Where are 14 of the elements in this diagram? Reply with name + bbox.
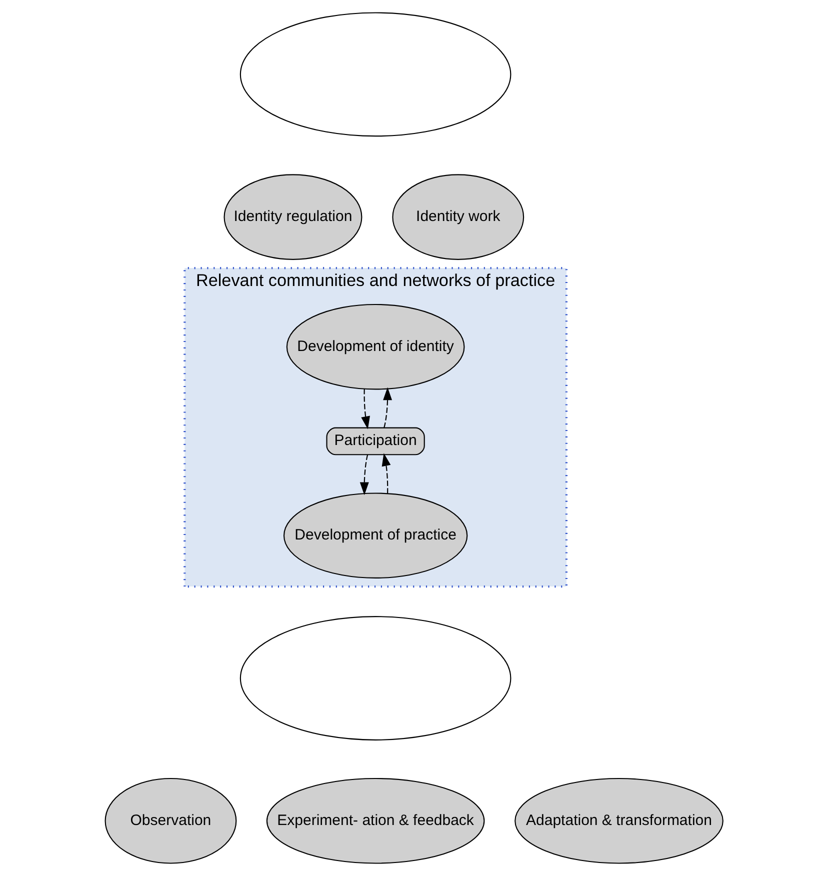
arrow xyxy=(382,453,391,494)
arrow xyxy=(360,454,369,496)
node-ellipse: Development of identity xyxy=(286,304,465,390)
node-ellipse xyxy=(240,12,512,137)
node-ellipse: Identity regulation xyxy=(224,174,362,260)
node-ellipse: Observation xyxy=(104,778,237,864)
node-ellipse: Development of practice xyxy=(283,492,468,578)
node-ellipse xyxy=(240,616,512,740)
arrow xyxy=(383,387,392,428)
node-ellipse: Experiment- ation & feedback xyxy=(266,778,485,864)
node-box: Participation xyxy=(326,427,425,456)
node-ellipse: Adaptation & transformation xyxy=(514,778,724,864)
node-ellipse: Identity work xyxy=(392,174,524,260)
arrow xyxy=(361,388,370,430)
